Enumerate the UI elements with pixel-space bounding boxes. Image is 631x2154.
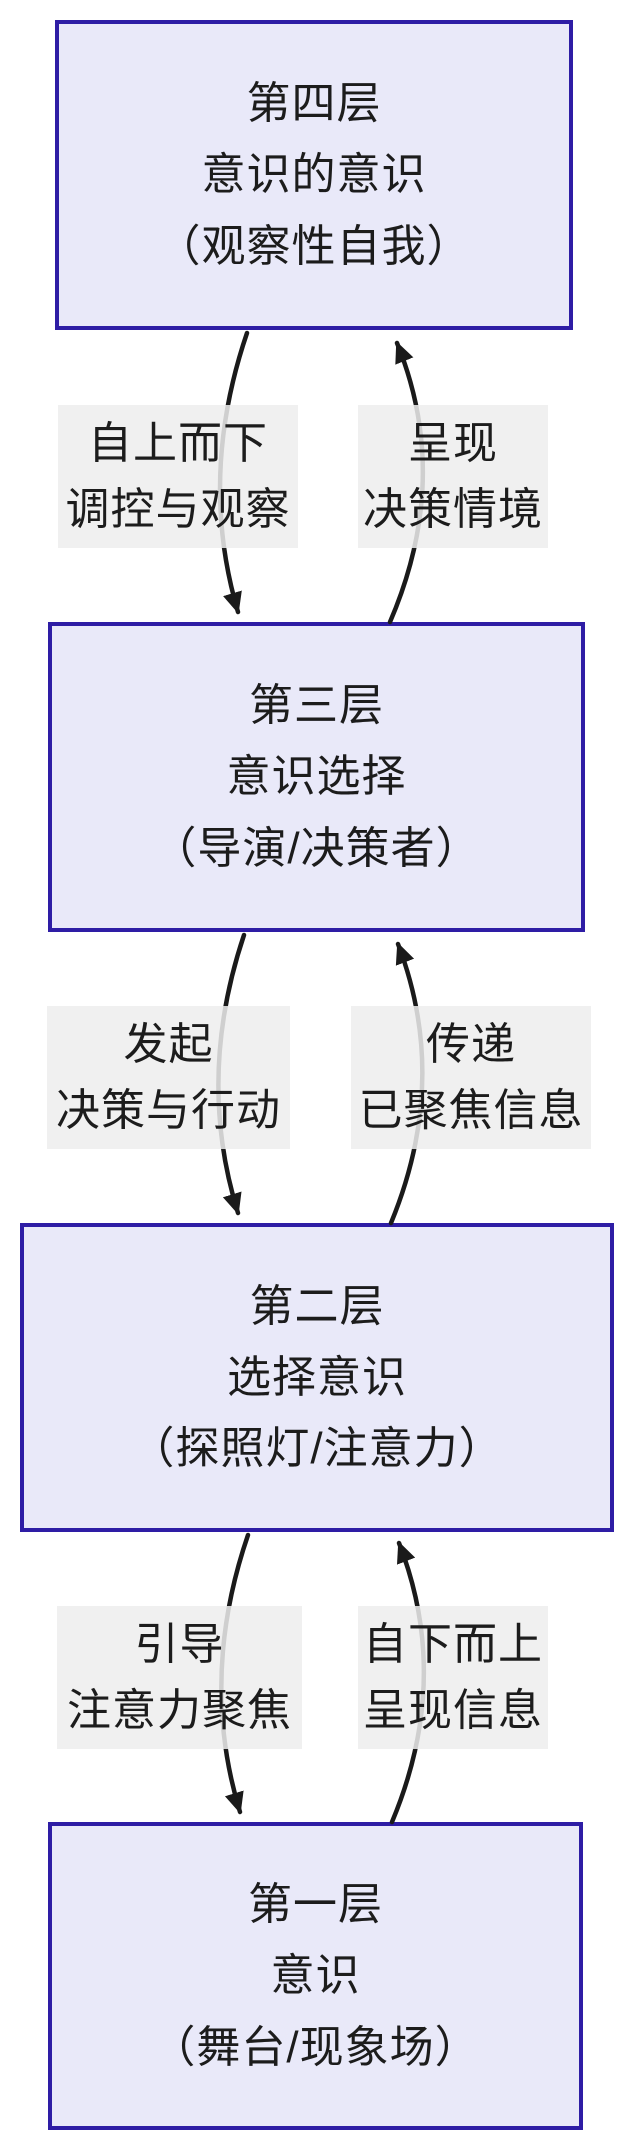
edge-label-line: 传递	[426, 1019, 516, 1069]
node-layer-4-subtitle: 意识的意识	[201, 150, 427, 200]
node-layer-2: 第二层 选择意识 （探照灯/注意力）	[20, 1223, 614, 1532]
node-layer-2-alias: （探照灯/注意力）	[130, 1424, 504, 1474]
node-layer-4: 第四层 意识的意识 （观察性自我）	[55, 20, 573, 330]
edge-label-line: 引导	[134, 1619, 225, 1669]
node-layer-1-subtitle: 意识	[270, 1951, 361, 2001]
node-layer-3-alias: （导演/决策者）	[152, 823, 481, 873]
edge-label-line: 呈现信息	[363, 1685, 543, 1735]
edge-label-present-decision-context: 呈现 决策情境	[358, 405, 548, 548]
node-layer-1: 第一层 意识 （舞台/现象场）	[48, 1822, 583, 2130]
edge-label-line: 自上而下	[88, 418, 268, 468]
edge-label-pass-focused-info: 传递 已聚焦信息	[351, 1006, 591, 1149]
node-layer-4-alias: （观察性自我）	[156, 221, 472, 271]
node-layer-1-alias: （舞台/现象场）	[151, 2022, 480, 2072]
edge-label-bottom-up-present-info: 自下而上 呈现信息	[358, 1606, 548, 1749]
edge-label-line: 决策与行动	[56, 1085, 281, 1135]
node-layer-1-title: 第一层	[248, 1880, 383, 1930]
edge-label-line: 调控与观察	[65, 484, 291, 534]
edge-label-line: 自下而上	[363, 1619, 543, 1669]
node-layer-2-title: 第二层	[249, 1281, 385, 1331]
node-layer-4-title: 第四层	[246, 79, 382, 129]
edge-label-line: 呈现	[408, 418, 498, 468]
edge-label-line: 发起	[123, 1019, 214, 1069]
edge-label-line: 决策情境	[363, 484, 543, 534]
edge-label-line: 注意力聚焦	[67, 1685, 292, 1735]
node-layer-3-subtitle: 意识选择	[226, 752, 407, 802]
edge-label-initiate-decision-action: 发起 决策与行动	[47, 1006, 290, 1149]
node-layer-3-title: 第三层	[249, 681, 384, 731]
node-layer-2-subtitle: 选择意识	[227, 1352, 407, 1402]
edge-label-guide-attention-focus: 引导 注意力聚焦	[57, 1606, 302, 1749]
edge-label-top-down-regulate: 自上而下 调控与观察	[58, 405, 298, 548]
node-layer-3: 第三层 意识选择 （导演/决策者）	[48, 622, 585, 932]
edge-label-line: 已聚焦信息	[358, 1085, 584, 1135]
